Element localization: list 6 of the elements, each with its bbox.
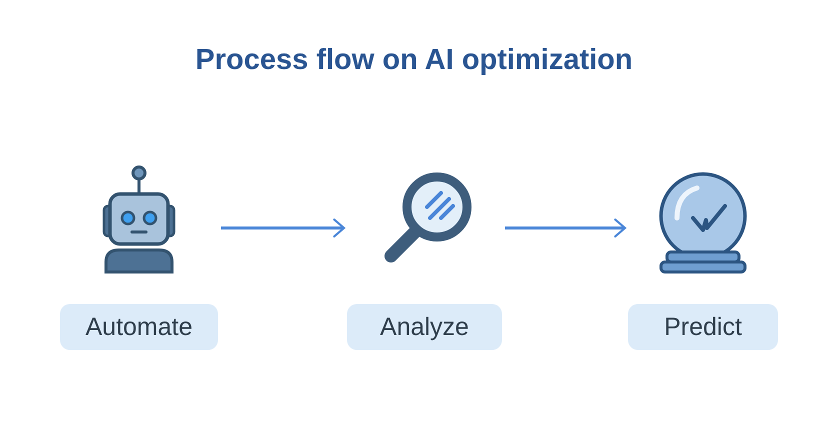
arrow xyxy=(221,218,346,238)
step-label: Automate xyxy=(60,304,218,350)
step-label: Predict xyxy=(628,304,778,350)
step-label: Analyze xyxy=(347,304,502,350)
diagram-title: Process flow on AI optimization xyxy=(194,44,634,77)
arrow xyxy=(505,218,626,238)
